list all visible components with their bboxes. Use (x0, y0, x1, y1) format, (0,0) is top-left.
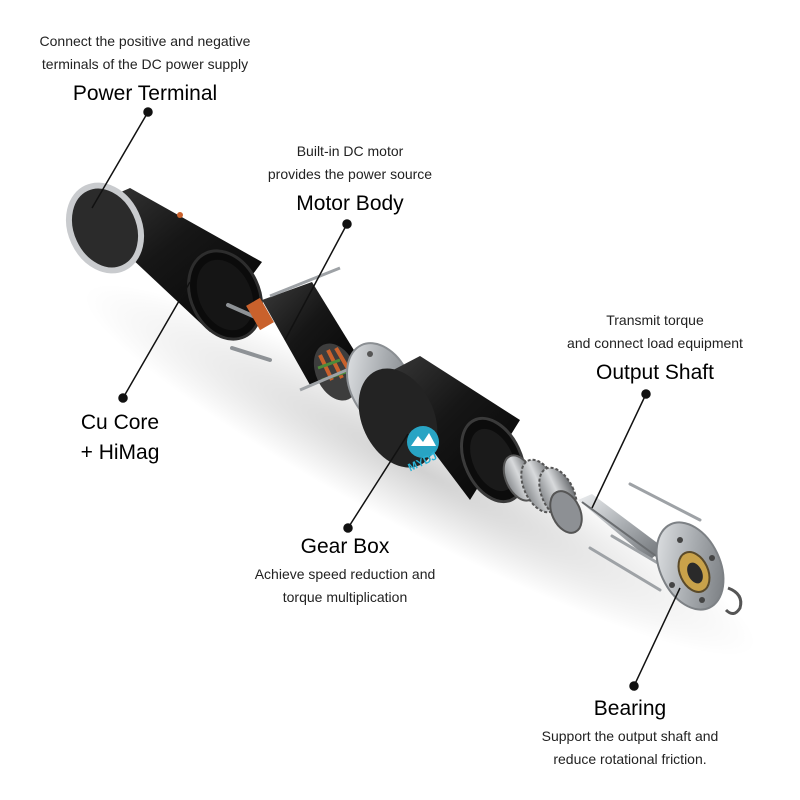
cu-core-title: Cu Core + HiMag (80, 411, 160, 464)
dot-power-terminal (143, 107, 153, 117)
rear-housing (66, 182, 263, 341)
leader-cu-core (122, 281, 191, 399)
dot-output-shaft (641, 389, 651, 399)
front-flange-bearing (655, 521, 743, 615)
power-terminal-label: Connect the positive and negative termin… (10, 30, 280, 108)
motor-body-title: Motor Body (296, 192, 404, 215)
bearing-title: Bearing (593, 697, 667, 720)
leader-gear-box (347, 433, 409, 529)
leader-lines (91, 107, 681, 691)
power-terminal-description: Connect the positive and negative termin… (39, 33, 251, 72)
dot-gear-box (343, 523, 353, 533)
bearing-label: Bearing Support the output shaft and red… (500, 695, 760, 771)
output-shaft-label: Transmit torque and connect load equipme… (520, 309, 790, 387)
floor-shadow (83, 283, 757, 657)
dot-cu-core (118, 393, 128, 403)
output-shaft-description: Transmit torque and connect load equipme… (567, 312, 743, 351)
dot-motor-body (342, 219, 352, 229)
motor-body-label: Built-in DC motor provides the power sou… (230, 140, 470, 218)
leader-power-terminal (91, 111, 149, 209)
gear-box-title: Gear Box (300, 535, 390, 558)
output-shaft-title: Output Shaft (596, 361, 714, 384)
leader-output-shaft (591, 393, 647, 509)
leader-motor-body (284, 223, 348, 341)
power-terminal-title: Power Terminal (72, 82, 218, 105)
gear-box-label: Gear Box Achieve speed reduction and tor… (215, 533, 475, 609)
leader-bearing (633, 587, 681, 687)
gear-box-description: Achieve speed reduction and torque multi… (254, 566, 436, 605)
motor-body-description: Built-in DC motor provides the power sou… (267, 143, 433, 182)
cu-core-label: Cu Core + HiMag (50, 408, 190, 468)
bearing-description: Support the output shaft and reduce rota… (541, 728, 719, 767)
motor-rotor (246, 266, 360, 401)
gear-train (502, 454, 583, 534)
dot-bearing (629, 681, 639, 691)
